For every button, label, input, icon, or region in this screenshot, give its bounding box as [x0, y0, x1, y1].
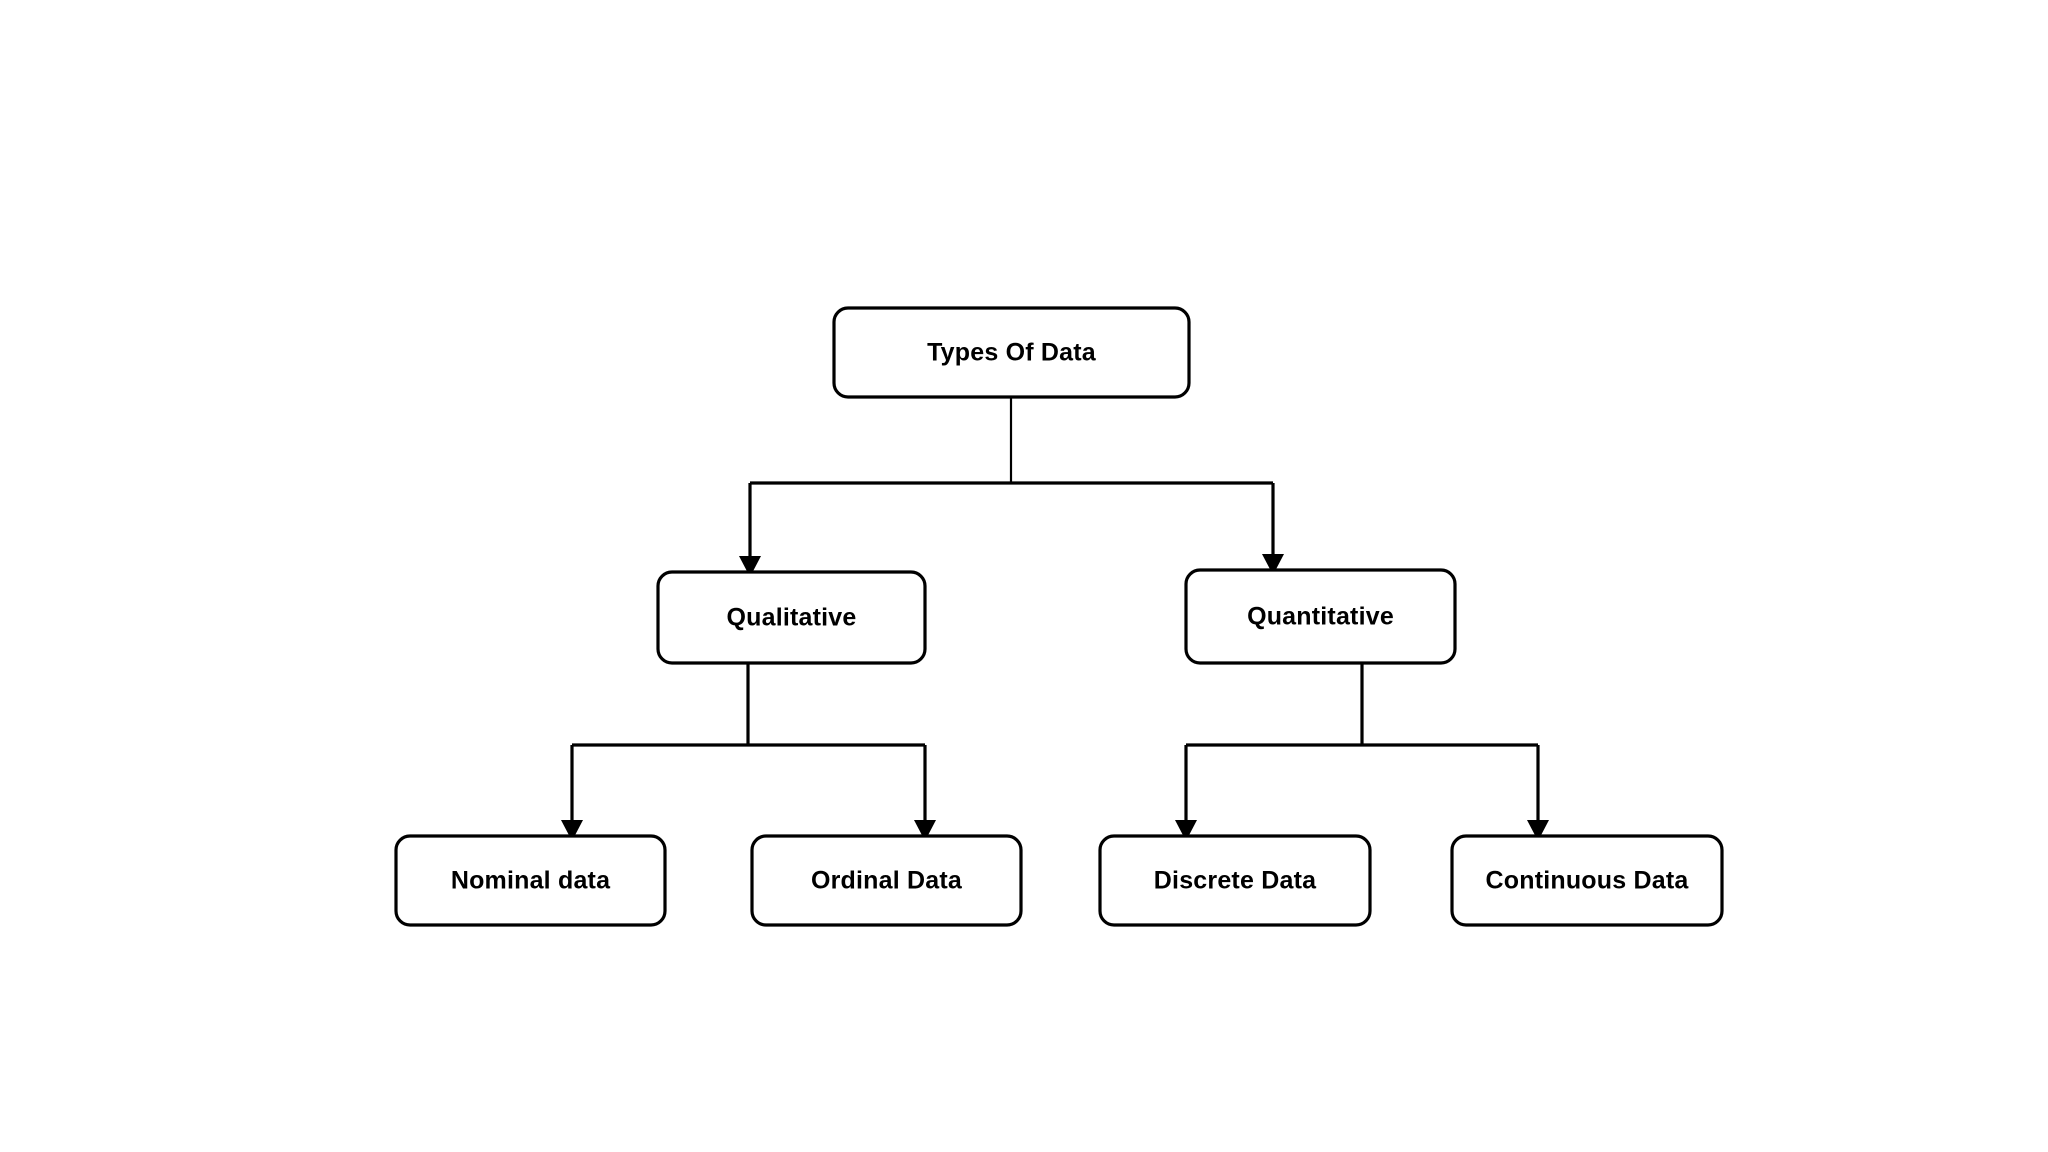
- node-quantitative[interactable]: Quantitative: [1184, 568, 1457, 665]
- edge-group-qualitative: [561, 663, 936, 841]
- node-types-of-data[interactable]: Types Of Data: [832, 306, 1191, 399]
- node-continuous-data[interactable]: Continuous Data: [1450, 834, 1724, 927]
- node-discrete-data[interactable]: Discrete Data: [1098, 834, 1372, 927]
- node-ordinal-data[interactable]: Ordinal Data: [750, 834, 1023, 927]
- node-label-qualitative: Qualitative: [726, 604, 856, 632]
- node-box-quantitative[interactable]: [1184, 568, 1457, 665]
- arrowhead-qualitative-nominal: [561, 820, 583, 841]
- node-nominal-data[interactable]: Nominal data: [394, 834, 667, 927]
- arrowhead-quantitative-continuous: [1527, 820, 1549, 841]
- node-box-continuous-data[interactable]: [1450, 834, 1724, 927]
- node-box-qualitative[interactable]: [656, 570, 927, 665]
- node-box-nominal-data[interactable]: [394, 834, 667, 927]
- node-box-ordinal-data[interactable]: [750, 834, 1023, 927]
- edge-group-root: [739, 397, 1284, 577]
- arrowhead-quantitative-discrete: [1175, 820, 1197, 841]
- node-label-ordinal-data: Ordinal Data: [811, 867, 963, 895]
- node-qualitative[interactable]: Qualitative: [656, 570, 927, 665]
- node-box-discrete-data[interactable]: [1098, 834, 1372, 927]
- arrowhead-root-qualitative: [739, 556, 761, 577]
- arrowhead-qualitative-ordinal: [914, 820, 936, 841]
- node-label-continuous-data: Continuous Data: [1486, 867, 1690, 895]
- node-label-types-of-data: Types Of Data: [927, 339, 1097, 367]
- edge-group-quantitative: [1175, 663, 1549, 841]
- node-label-quantitative: Quantitative: [1247, 603, 1394, 631]
- arrowhead-root-quantitative: [1262, 554, 1284, 575]
- node-box-types-of-data[interactable]: [832, 306, 1191, 399]
- node-label-nominal-data: Nominal data: [451, 867, 611, 895]
- node-label-discrete-data: Discrete Data: [1154, 867, 1317, 895]
